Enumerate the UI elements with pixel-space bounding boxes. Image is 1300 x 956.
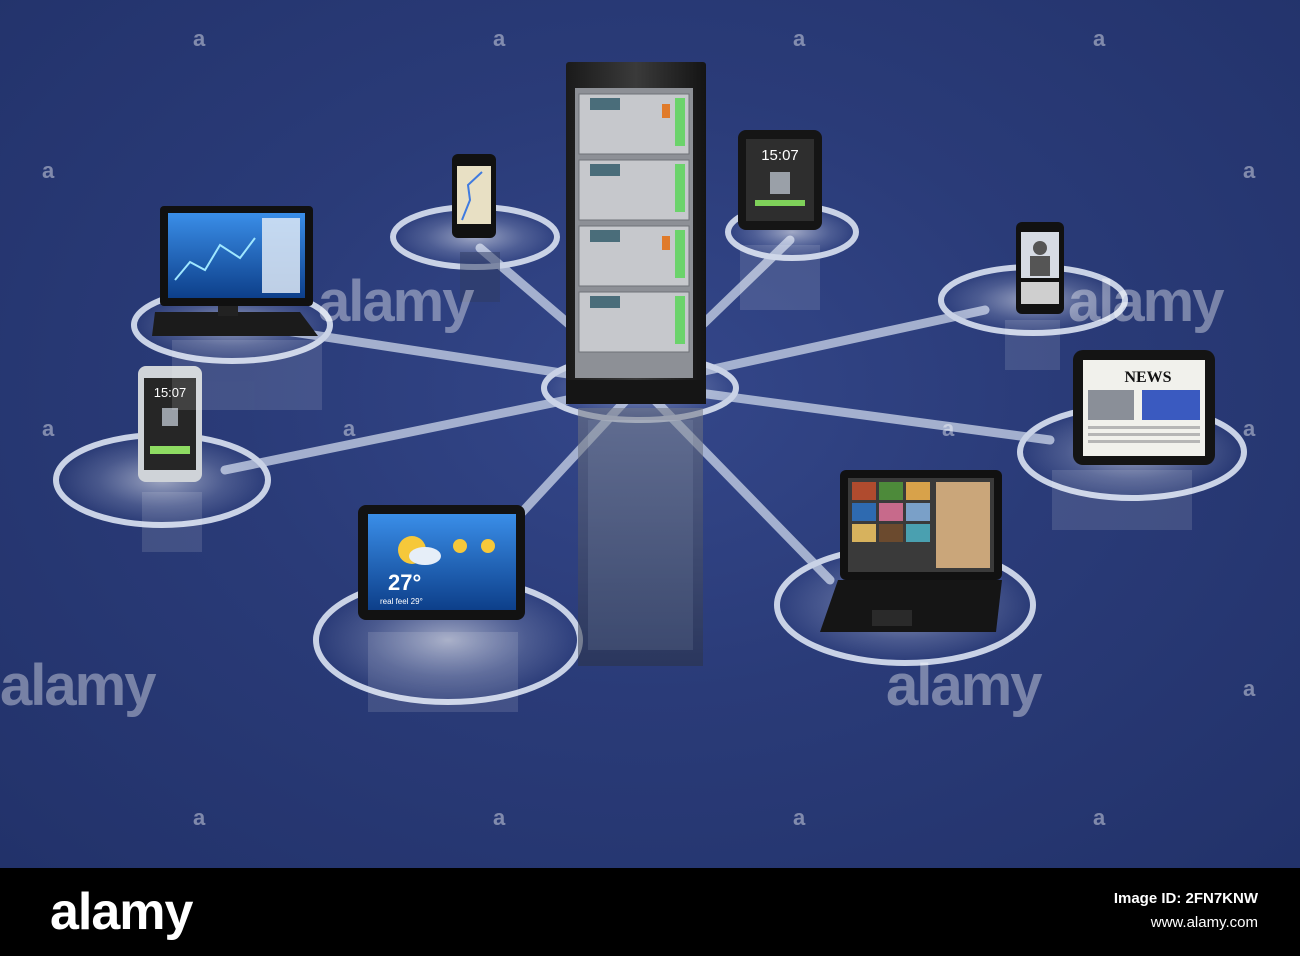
smartphone-map <box>452 154 500 302</box>
footer-bar: alamy Image ID: 2FN7KNW www.alamy.com <box>0 868 1300 956</box>
watermark-large: alamy <box>0 653 156 718</box>
smartphone-contact <box>1016 222 1064 314</box>
weather-temperature: 27° <box>388 570 421 595</box>
watermark-large: alamy <box>886 653 1042 718</box>
site-url: www.alamy.com <box>1150 914 1258 931</box>
watermark-small: a <box>793 26 806 51</box>
watermark-small: a <box>493 26 506 51</box>
watermark-small: a <box>1093 805 1106 830</box>
watermark-small: a <box>343 416 356 441</box>
network-illustration: 15:07 NEWS 15:07 27° <box>0 0 1300 868</box>
tablet-news: NEWS <box>1073 350 1215 465</box>
network-diagram-svg: 15:07 NEWS 15:07 27° <box>53 62 1247 712</box>
watermark-small: a <box>1243 416 1256 441</box>
watermark-small: a <box>493 805 506 830</box>
phone-clock: 15:07 <box>154 385 187 400</box>
watermark-small: a <box>1093 26 1106 51</box>
desktop-computer <box>152 206 318 336</box>
watermark-small: a <box>42 416 55 441</box>
tablet-weather: 27° real feel 29° <box>358 505 525 620</box>
watermark-small: a <box>942 416 955 441</box>
smartphone-login: 15:07 <box>138 366 202 482</box>
watermark-large: alamy <box>1068 269 1224 334</box>
image-id-label: Image ID: 2FN7KNW <box>1113 890 1258 907</box>
server-rack <box>566 62 706 404</box>
watermark-small: a <box>793 805 806 830</box>
laptop <box>820 470 1002 632</box>
news-headline: NEWS <box>1124 369 1171 386</box>
device-reflections <box>142 245 1192 712</box>
watermark-small: a <box>1243 158 1256 183</box>
brand-logo: alamy <box>50 883 193 941</box>
watermark-small: a <box>1243 676 1256 701</box>
watermark-large: alamy <box>318 269 474 334</box>
watermark-small: a <box>42 158 55 183</box>
weather-realfeel: real feel 29° <box>380 597 423 606</box>
tablet-login: 15:07 <box>738 130 822 230</box>
server-rack-reflection <box>578 408 703 666</box>
watermark-small: a <box>193 26 206 51</box>
watermark-small: a <box>193 805 206 830</box>
tablet-clock: 15:07 <box>761 147 799 164</box>
